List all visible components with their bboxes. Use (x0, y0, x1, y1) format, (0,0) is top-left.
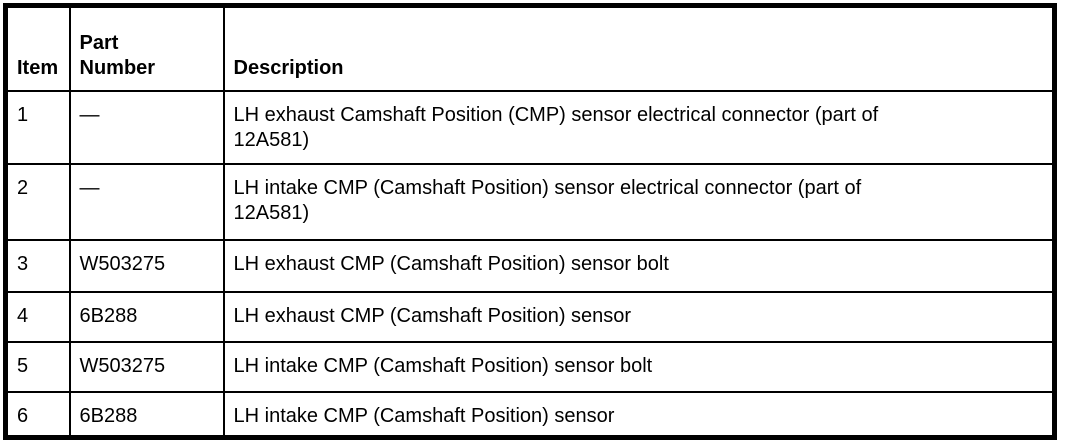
description-cell: LH intake CMP (Camshaft Position) sensor… (222, 340, 1056, 393)
part-number-cell: W503275 (68, 340, 225, 393)
part-number-cell: 6B288 (68, 390, 225, 439)
table-row: 6 6B288 LH intake CMP (Camshaft Position… (4, 390, 1056, 439)
item-cell: 2 (4, 162, 71, 241)
part-number-cell: 6B288 (68, 290, 225, 343)
description-cell: LH exhaust CMP (Camshaft Position) senso… (222, 238, 1056, 293)
item-cell: 6 (4, 390, 71, 439)
item-cell: 4 (4, 290, 71, 343)
table-row: 1 — LH exhaust Camshaft Position (CMP) s… (4, 89, 1056, 165)
table-row: 3 W503275 LH exhaust CMP (Camshaft Posit… (4, 238, 1056, 293)
item-cell: 1 (4, 89, 71, 165)
item-cell: 3 (4, 238, 71, 293)
part-number-cell: — (68, 89, 225, 165)
column-header-item: Item (4, 4, 71, 92)
table-row: 2 — LH intake CMP (Camshaft Position) se… (4, 162, 1056, 241)
part-number-cell: — (68, 162, 225, 241)
table-row: 5 W503275 LH intake CMP (Camshaft Positi… (4, 340, 1056, 393)
description-cell: LH intake CMP (Camshaft Position) sensor… (222, 162, 1056, 241)
description-cell: LH exhaust Camshaft Position (CMP) senso… (222, 89, 1056, 165)
parts-table: Item Part Number Description 1 — LH exha… (3, 3, 1057, 440)
table-header-row: Item Part Number Description (4, 4, 1056, 92)
table-row: 4 6B288 LH exhaust CMP (Camshaft Positio… (4, 290, 1056, 343)
item-cell: 5 (4, 340, 71, 393)
description-cell: LH intake CMP (Camshaft Position) sensor (222, 390, 1056, 439)
column-header-part-number: Part Number (68, 4, 225, 92)
description-cell: LH exhaust CMP (Camshaft Position) senso… (222, 290, 1056, 343)
column-header-description: Description (222, 4, 1056, 92)
part-number-cell: W503275 (68, 238, 225, 293)
